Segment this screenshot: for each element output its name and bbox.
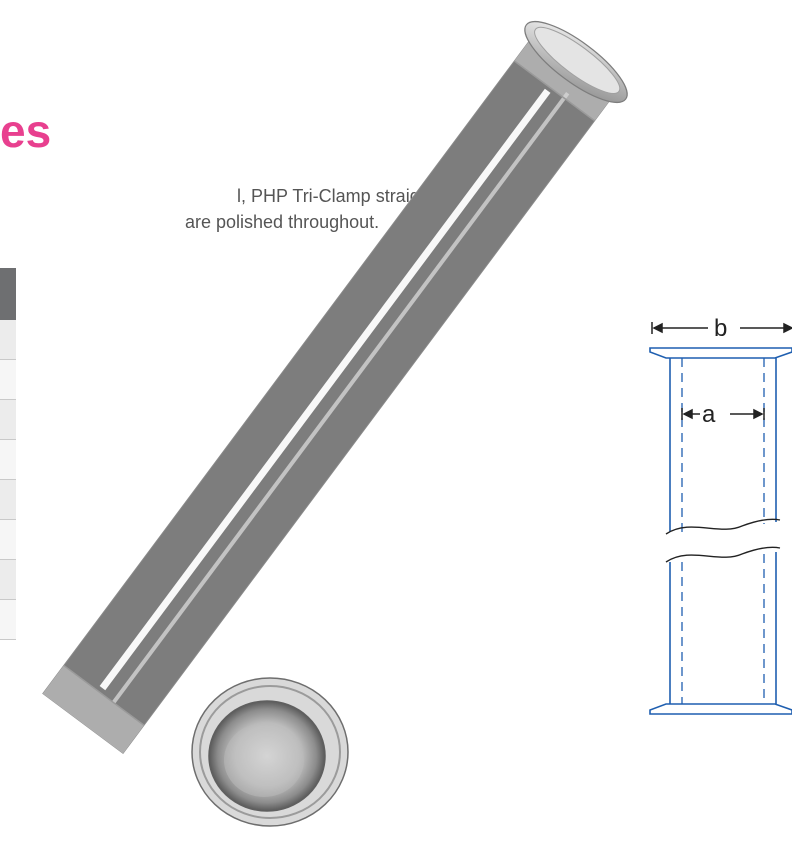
dimension-a-label: a: [702, 401, 716, 428]
spec-table-header: [0, 268, 16, 320]
intro-line-2: are polished throughout.: [185, 212, 380, 232]
table-row: [0, 360, 16, 400]
table-row: [0, 400, 16, 440]
section-title: es: [0, 105, 52, 157]
table-row: [0, 520, 16, 560]
table-row: [0, 320, 16, 360]
table-row: [0, 560, 16, 600]
spec-table-edge: [0, 268, 16, 640]
table-row: [0, 600, 16, 640]
table-row: [0, 440, 16, 480]
intro-paragraph: l, PHP Tri-Clamp straight are polished t…: [0, 183, 435, 235]
dimension-diagram: [649, 322, 792, 715]
table-row: [0, 480, 16, 520]
dimension-b-label: b: [714, 315, 728, 342]
intro-line-1: l, PHP Tri-Clamp straight: [237, 186, 435, 206]
